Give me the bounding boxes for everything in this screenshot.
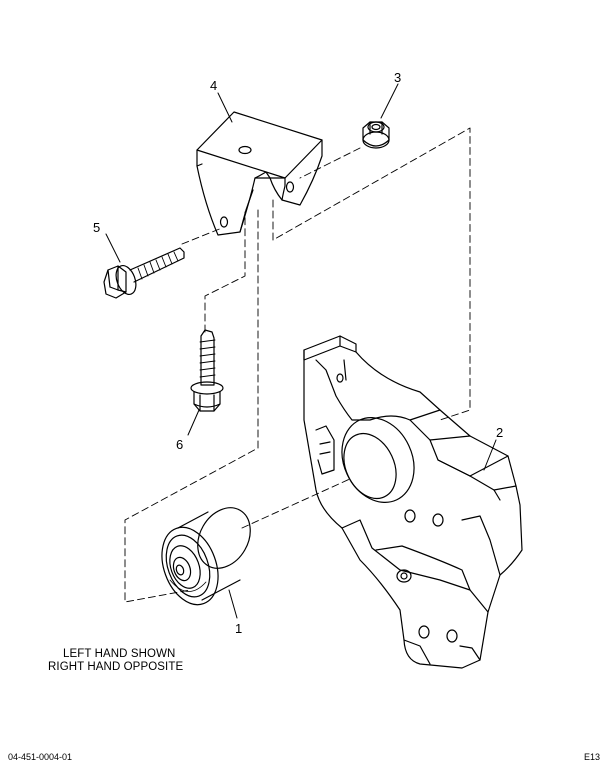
note-right-hand-opposite: RIGHT HAND OPPOSITE: [48, 661, 184, 673]
bolt-part-5: [103, 247, 185, 299]
bushing-part-1: [161, 507, 251, 606]
callout-3: 3: [394, 70, 402, 85]
callout-5: 5: [93, 220, 101, 235]
callout-leader-lines: [105, 83, 497, 619]
note-left-hand-shown: LEFT HAND SHOWN: [63, 648, 176, 660]
callout-2: 2: [496, 425, 504, 440]
flange-nut-part-3: [362, 121, 390, 149]
callout-1: 1: [235, 621, 243, 636]
footer-figure-number: 04-451-0004-01: [8, 752, 73, 762]
bracket-part-4: [196, 111, 323, 236]
bolt-part-6: [190, 329, 224, 412]
spring-bracket-part-2: [303, 335, 523, 669]
footer-page-code: E13: [584, 752, 601, 762]
callout-6: 6: [176, 437, 184, 452]
callout-4: 4: [210, 78, 218, 93]
assembly-dashed-lines: [124, 127, 471, 603]
